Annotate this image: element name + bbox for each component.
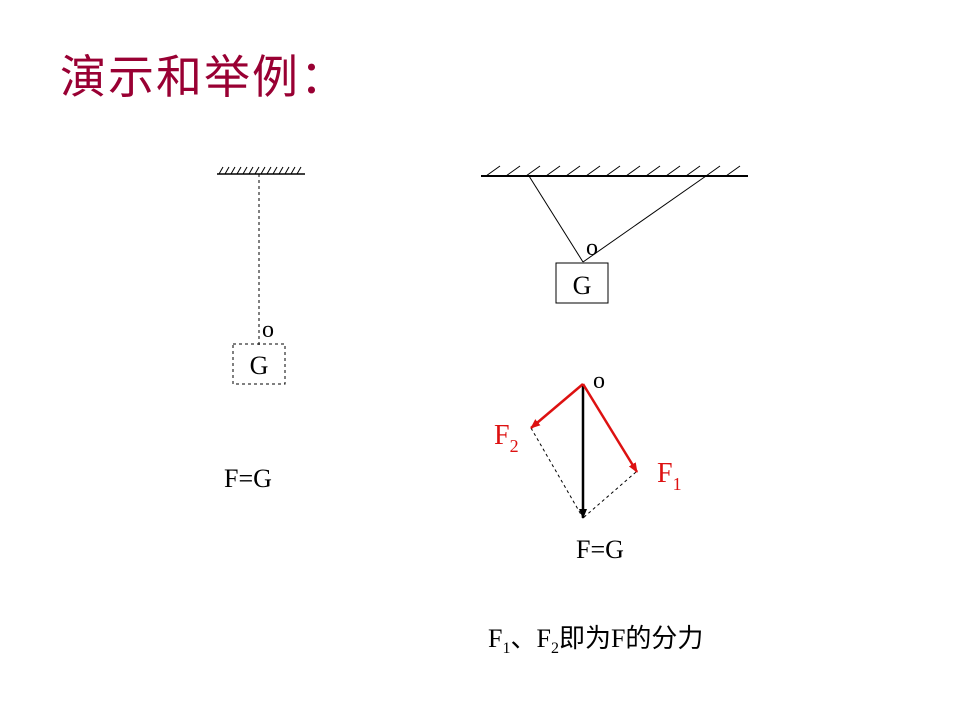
- caption-f2-base: F: [536, 624, 551, 653]
- left-point-label: o: [262, 317, 274, 343]
- right-left-string: [528, 175, 584, 263]
- caption-text: 即为F的分力: [558, 624, 704, 653]
- right-weight-box: [555, 262, 609, 304]
- left-weight-label: G: [250, 351, 269, 380]
- f2-component-arrow: [530, 383, 584, 429]
- left-ceiling-hatching: [218, 166, 302, 175]
- left-weight-box: [232, 343, 286, 385]
- right-ceiling-hatching: [485, 165, 741, 177]
- f1-component-arrow: [581, 383, 639, 473]
- right-weight-label: G: [573, 271, 592, 300]
- left-equation: F=G: [224, 464, 272, 493]
- caption: F1、F2即为F的分力: [488, 618, 704, 657]
- f1-label-sub: 1: [673, 474, 682, 494]
- caption-f1-base: F: [488, 624, 503, 653]
- f2-label: F2: [494, 420, 519, 456]
- caption-f2-sub: 2: [550, 640, 559, 657]
- f1-label-base: F: [657, 458, 673, 489]
- right-right-string: [582, 175, 707, 263]
- caption-separator: 、: [510, 624, 537, 653]
- f1-label: F1: [657, 458, 682, 494]
- slide-title: 演示和举例：: [60, 50, 348, 104]
- bottom-equation: F=G: [576, 535, 624, 564]
- right-top-point-label: o: [586, 235, 598, 261]
- right-top-setup: o G: [481, 165, 748, 304]
- f2-label-sub: 2: [510, 436, 519, 456]
- caption-f1-sub: 1: [502, 640, 511, 657]
- left-setup: o G F=G: [217, 166, 305, 493]
- parallelogram-dashed-right: [582, 471, 637, 519]
- f2-label-base: F: [494, 420, 510, 451]
- force-parallelogram: o F2 F1 F=G: [494, 368, 682, 564]
- parallelogram-dashed-left: [530, 427, 584, 519]
- bottom-point-label: o: [593, 368, 605, 394]
